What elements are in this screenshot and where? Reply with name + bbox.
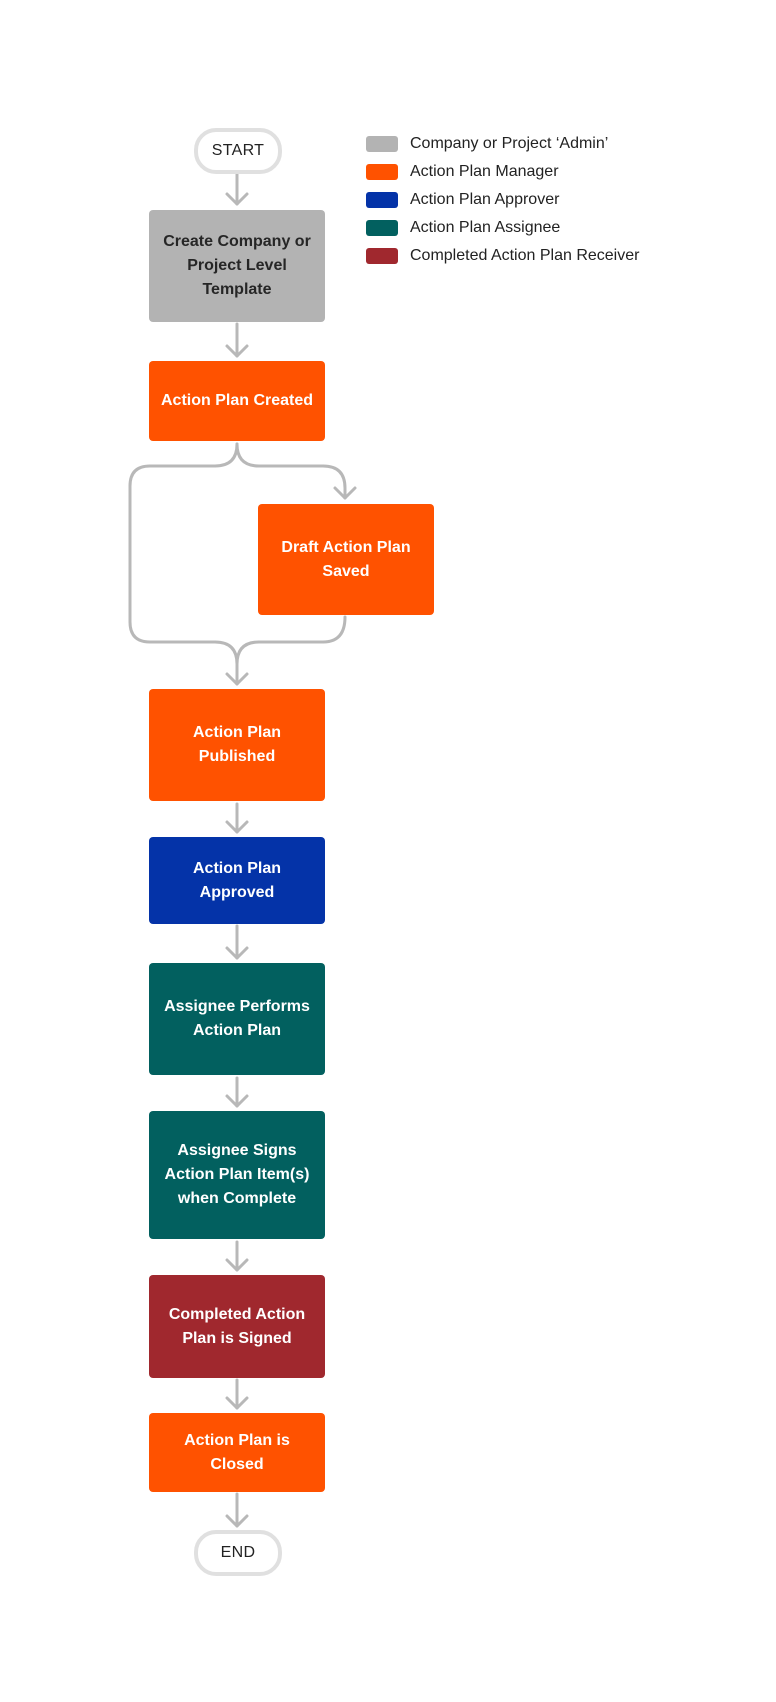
legend-item-manager: Action Plan Manager [366, 158, 639, 186]
legend-item-admin: Company or Project ‘Admin’ [366, 130, 639, 158]
arrow-approved-to-performs [225, 924, 249, 960]
arrow-performs-to-signs [225, 1076, 249, 1108]
legend-label-assignee: Action Plan Assignee [410, 219, 561, 236]
step-completed-signed: Completed Action Plan is Signed [149, 1275, 325, 1378]
arrow-draft-to-merge [225, 615, 347, 686]
step-action-plan-closed: Action Plan is Closed [149, 1413, 325, 1492]
legend-item-receiver: Completed Action Plan Receiver [366, 242, 639, 270]
arrow-created-bypass [128, 442, 239, 666]
step-assignee-signs: Assignee Signs Action Plan Item(s) when … [149, 1111, 325, 1239]
step-action-plan-approved: Action Plan Approved [149, 837, 325, 924]
end-label: END [220, 1544, 256, 1561]
step-create-template-label: Create Company or Project Level Template [163, 233, 311, 298]
arrow-completed-to-closed [225, 1378, 249, 1410]
arrow-published-to-approved [225, 802, 249, 834]
step-draft-saved: Draft Action Plan Saved [258, 504, 434, 615]
step-create-template: Create Company or Project Level Template [149, 210, 325, 322]
step-action-plan-published: Action Plan Published [149, 689, 325, 801]
start-label: START [211, 142, 265, 159]
step-completed-signed-label: Completed Action Plan is Signed [168, 1305, 306, 1347]
legend-swatch-manager [366, 164, 398, 180]
arrow-signs-to-completed [225, 1240, 249, 1272]
legend-item-assignee: Action Plan Assignee [366, 214, 639, 242]
legend-swatch-admin [366, 136, 398, 152]
legend-swatch-approver [366, 192, 398, 208]
step-assignee-performs: Assignee Performs Action Plan [149, 963, 325, 1075]
arrow-closed-to-end [225, 1492, 249, 1528]
step-draft-saved-label: Draft Action Plan Saved [281, 538, 411, 580]
arrow-template-to-created [225, 322, 249, 358]
legend-swatch-assignee [366, 220, 398, 236]
step-action-plan-approved-label: Action Plan Approved [192, 859, 281, 901]
end-terminal: END [194, 1530, 282, 1576]
step-action-plan-closed-label: Action Plan is Closed [184, 1431, 290, 1473]
step-action-plan-created-label: Action Plan Created [160, 392, 314, 409]
arrow-created-to-draft [235, 442, 357, 500]
legend-label-approver: Action Plan Approver [410, 191, 560, 208]
legend-label-receiver: Completed Action Plan Receiver [410, 247, 640, 264]
legend-label-manager: Action Plan Manager [410, 163, 559, 180]
arrow-start-to-template [225, 172, 249, 206]
legend-item-approver: Action Plan Approver [366, 186, 639, 214]
step-action-plan-published-label: Action Plan Published [192, 724, 281, 765]
step-assignee-performs-label: Assignee Performs Action Plan [164, 998, 310, 1039]
legend: Company or Project ‘Admin’ Action Plan M… [366, 130, 639, 270]
legend-swatch-receiver [366, 248, 398, 264]
step-action-plan-created: Action Plan Created [149, 361, 325, 441]
start-terminal: START [194, 128, 282, 174]
step-assignee-signs-label: Assignee Signs Action Plan Item(s) when … [164, 1142, 310, 1207]
legend-label-admin: Company or Project ‘Admin’ [410, 135, 609, 152]
